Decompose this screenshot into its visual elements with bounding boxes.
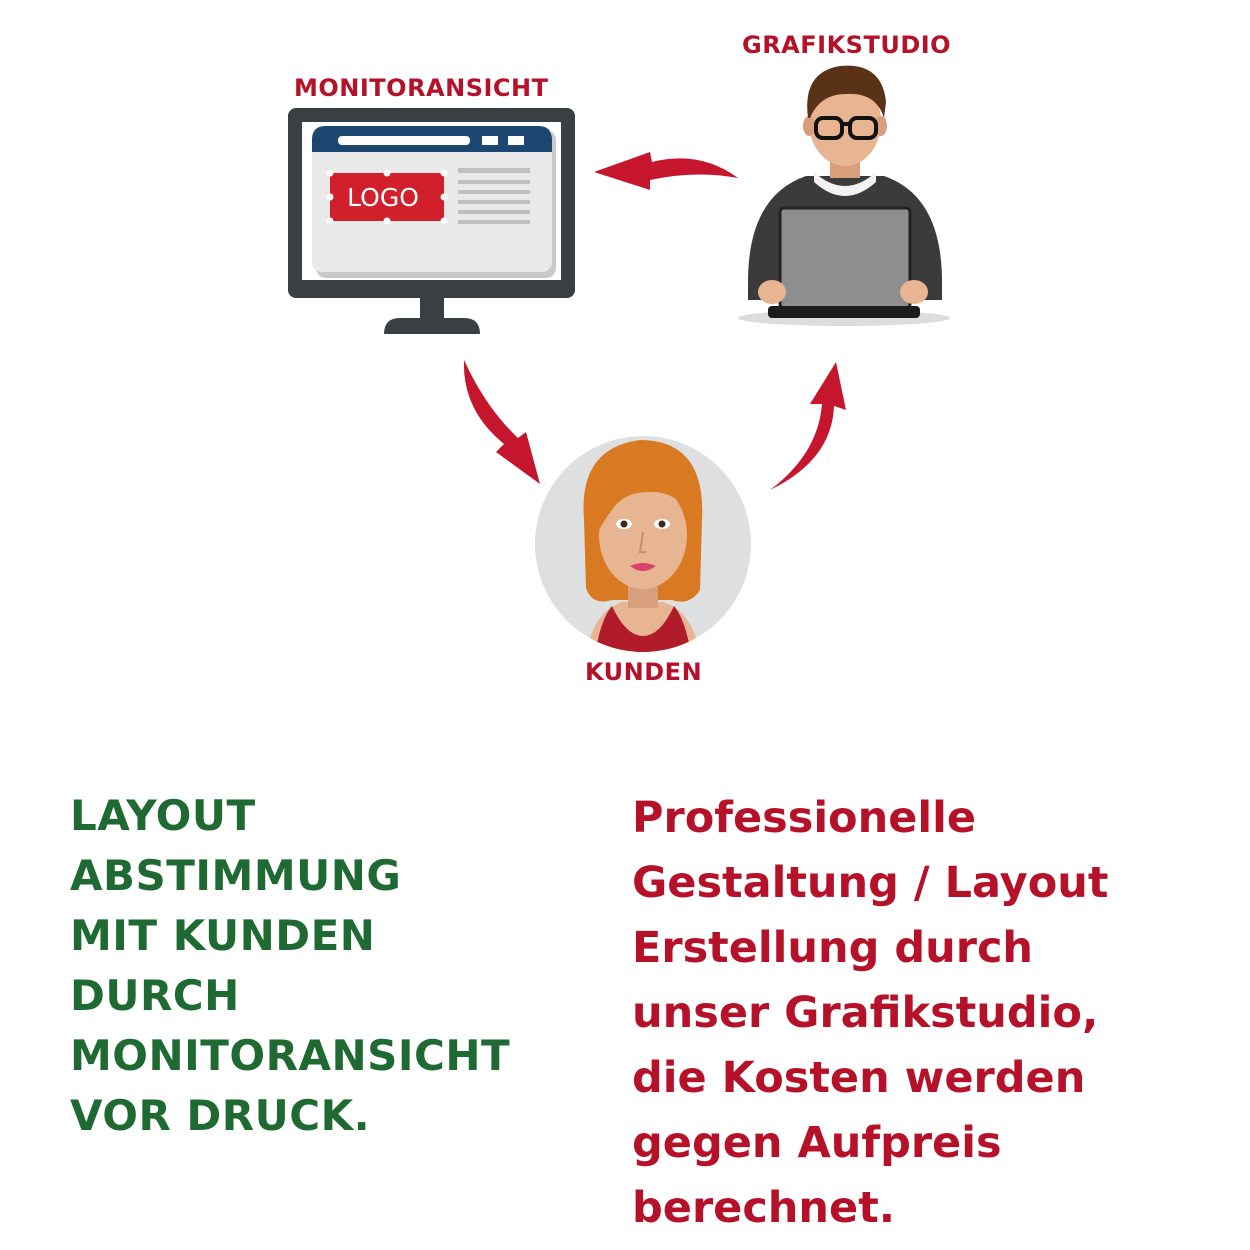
right-text-line: Erstellung durch [632,923,1034,973]
right-text-line: berechnet. [632,1183,896,1233]
right-text-line: die Kosten werden [632,1053,1086,1103]
left-text-line: MONITORANSICHT [70,1031,511,1080]
right-text-line: unser Grafikstudio, [632,988,1099,1038]
design-service-text: Professionelle Gestaltung / Layout Erste… [632,786,1108,1241]
left-text-line: MIT KUNDEN [70,911,376,960]
monitor-icon: LOGO [288,108,575,334]
left-text-line: LAYOUT [70,791,256,840]
designer-avatar [738,65,950,326]
left-text-line: DURCH [70,971,240,1020]
monitor-label: MONITORANSICHT [294,74,549,102]
left-text-line: ABSTIMMUNG [70,851,402,900]
arrow-monitor-to-customer [463,360,540,484]
left-text-line: VOR DRUCK. [70,1091,371,1140]
customer-label: KUNDEN [585,658,703,686]
layout-approval-text: LAYOUT ABSTIMMUNG MIT KUNDEN DURCH MONIT… [70,786,510,1146]
glasses-icon [814,116,878,140]
workflow-diagram: LOGO [288,65,950,652]
customer-avatar [535,436,751,652]
right-text-line: gegen Aufpreis [632,1118,1002,1168]
right-text-line: Gestaltung / Layout [632,858,1109,908]
arrow-customer-to-studio [770,362,846,490]
content-lines [458,168,530,224]
diagram-canvas: LOGO [288,65,950,652]
arrow-studio-to-monitor [594,152,738,190]
right-text-line: Professionelle [632,793,977,843]
logo-placeholder: LOGO [326,169,448,225]
studio-label: GRAFIKSTUDIO [742,31,952,59]
logo-text: LOGO [347,183,419,212]
